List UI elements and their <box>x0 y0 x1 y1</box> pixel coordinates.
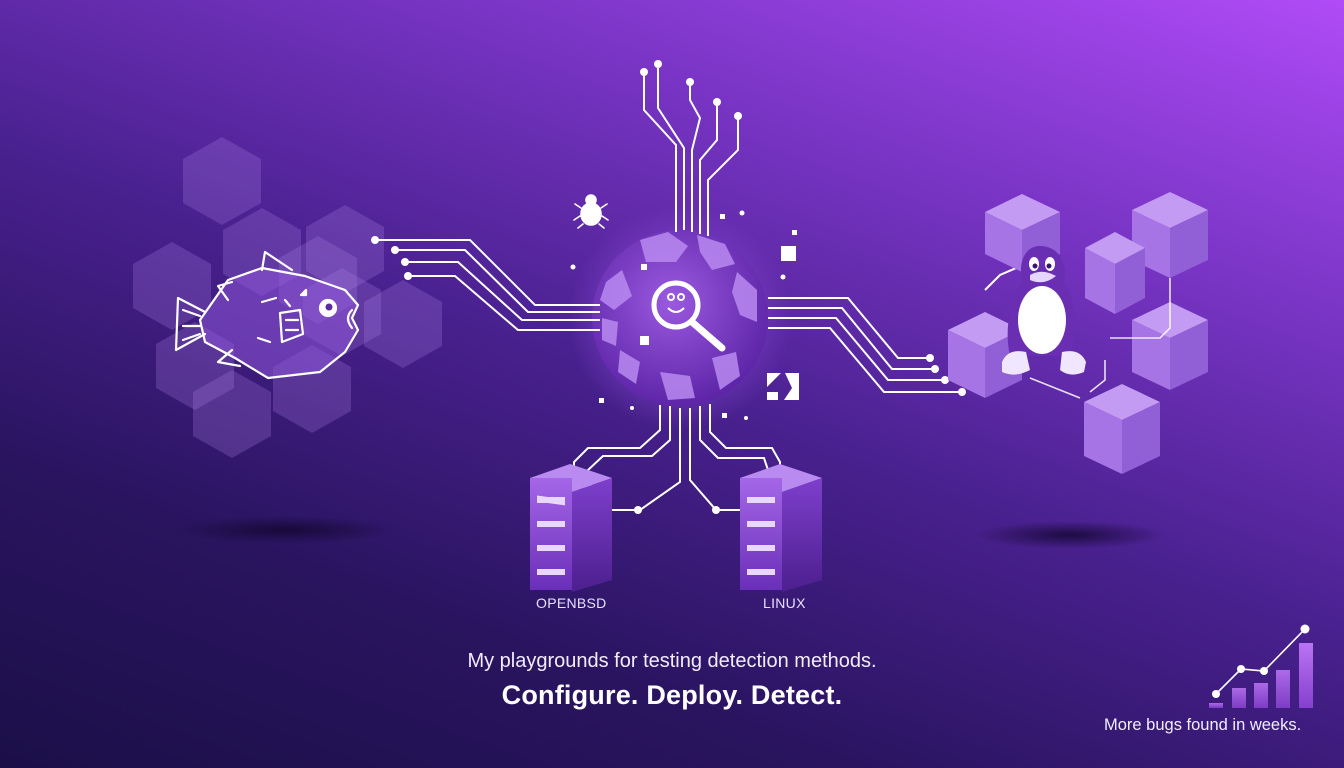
server-openbsd-icon <box>530 464 612 592</box>
tux-penguin-icon <box>1002 246 1086 375</box>
headline: Configure. Deploy. Detect. <box>501 680 843 710</box>
stats-caption: More bugs found in weeks. <box>1104 716 1302 734</box>
server-label-openbsd: OPENBSD <box>536 595 607 611</box>
growth-chart-icon <box>1209 624 1313 708</box>
particles <box>570 210 797 420</box>
pufferfish-icon <box>174 250 360 380</box>
broken-block-icon <box>767 373 799 400</box>
cube-cluster <box>948 192 1208 474</box>
circuit-traces <box>375 68 1031 511</box>
server-linux-icon <box>740 464 822 592</box>
bug-icon <box>573 194 609 229</box>
magnifier-bug-sphere-icon <box>592 230 768 406</box>
tagline: My playgrounds for testing detection met… <box>467 650 877 672</box>
server-label-linux: LINUX <box>763 595 806 611</box>
